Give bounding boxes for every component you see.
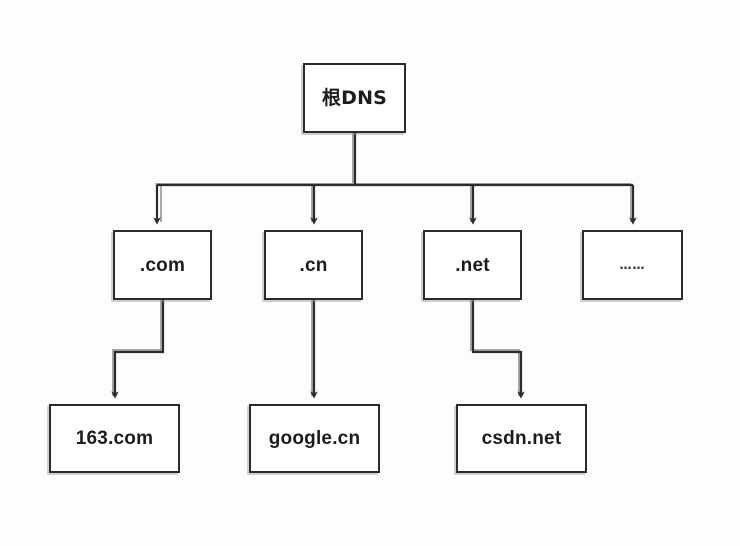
node-google-cn-label: google.cn [268,428,361,449]
node-csdn-net-label: csdn.net [481,428,562,449]
connector-lines [111,133,637,399]
edge-com-163com [111,300,165,399]
node-root-dns-label: 根DNS [321,86,388,109]
node-163-com[interactable]: 163.com [49,404,180,473]
node-more[interactable]: …… [582,230,683,300]
edge-net-csdnnet [471,300,525,399]
node-cn[interactable]: .cn [264,230,363,300]
node-net[interactable]: .net [423,230,522,300]
node-com[interactable]: .com [113,230,212,300]
node-com-label: .com [139,254,186,276]
node-163-com-label: 163.com [75,428,154,449]
node-net-label: .net [455,254,490,276]
node-root-dns[interactable]: 根DNS [303,63,406,133]
node-google-cn[interactable]: google.cn [249,404,380,473]
node-csdn-net[interactable]: csdn.net [456,404,587,473]
node-more-label: …… [619,258,646,272]
node-cn-label: .cn [299,254,328,276]
